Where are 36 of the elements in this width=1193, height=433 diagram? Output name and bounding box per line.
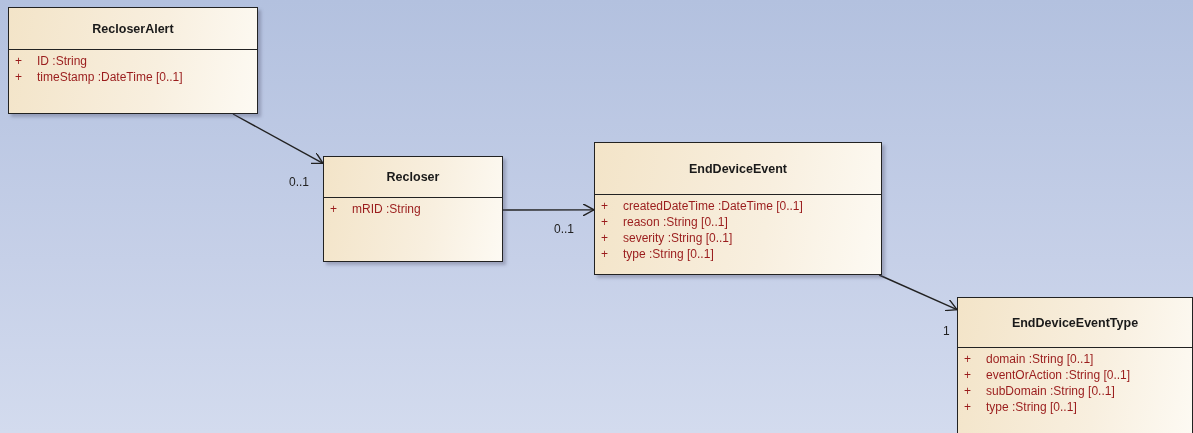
class-box bbox=[323, 156, 503, 262]
attribute-text: ID :String bbox=[37, 53, 87, 69]
class-box bbox=[957, 297, 1193, 433]
attribute-text: mRID :String bbox=[352, 201, 421, 217]
attribute-text: severity :String [0..1] bbox=[623, 230, 733, 246]
visibility-marker: + bbox=[964, 367, 972, 383]
multiplicity-label: 0..1 bbox=[289, 175, 309, 190]
class-name: Recloser bbox=[386, 170, 440, 184]
multiplicity-label: 0..1 bbox=[554, 221, 574, 236]
visibility-marker: + bbox=[964, 383, 972, 399]
attribute-text: reason :String [0..1] bbox=[623, 214, 728, 230]
attribute-text: createdDateTime :DateTime [0..1] bbox=[623, 198, 803, 214]
association-arrow bbox=[878, 274, 958, 312]
class-box bbox=[8, 7, 258, 114]
attribute-text: timeStamp :DateTime [0..1] bbox=[37, 69, 183, 85]
attribute-text: domain :String [0..1] bbox=[986, 351, 1094, 367]
attribute-text: subDomain :String [0..1] bbox=[986, 383, 1115, 399]
class-box bbox=[594, 142, 882, 275]
visibility-marker: + bbox=[15, 69, 23, 85]
visibility-marker: + bbox=[330, 201, 338, 217]
multiplicity-label: 1 bbox=[943, 323, 950, 338]
class-name: EndDeviceEventType bbox=[1011, 315, 1139, 330]
visibility-marker: + bbox=[601, 230, 609, 246]
visibility-marker: + bbox=[601, 214, 609, 230]
visibility-marker: + bbox=[15, 53, 23, 69]
class-name: EndDeviceEvent bbox=[689, 161, 787, 176]
visibility-marker: + bbox=[601, 198, 609, 214]
association-arrow bbox=[232, 113, 324, 165]
class-name: RecloserAlert bbox=[92, 21, 174, 36]
attribute-text: type :String [0..1] bbox=[623, 246, 714, 262]
visibility-marker: + bbox=[601, 246, 609, 262]
attribute-text: eventOrAction :String [0..1] bbox=[986, 367, 1131, 383]
visibility-marker: + bbox=[964, 351, 972, 367]
association-arrow bbox=[502, 203, 595, 217]
visibility-marker: + bbox=[964, 399, 972, 415]
attribute-text: type :String [0..1] bbox=[986, 399, 1077, 415]
